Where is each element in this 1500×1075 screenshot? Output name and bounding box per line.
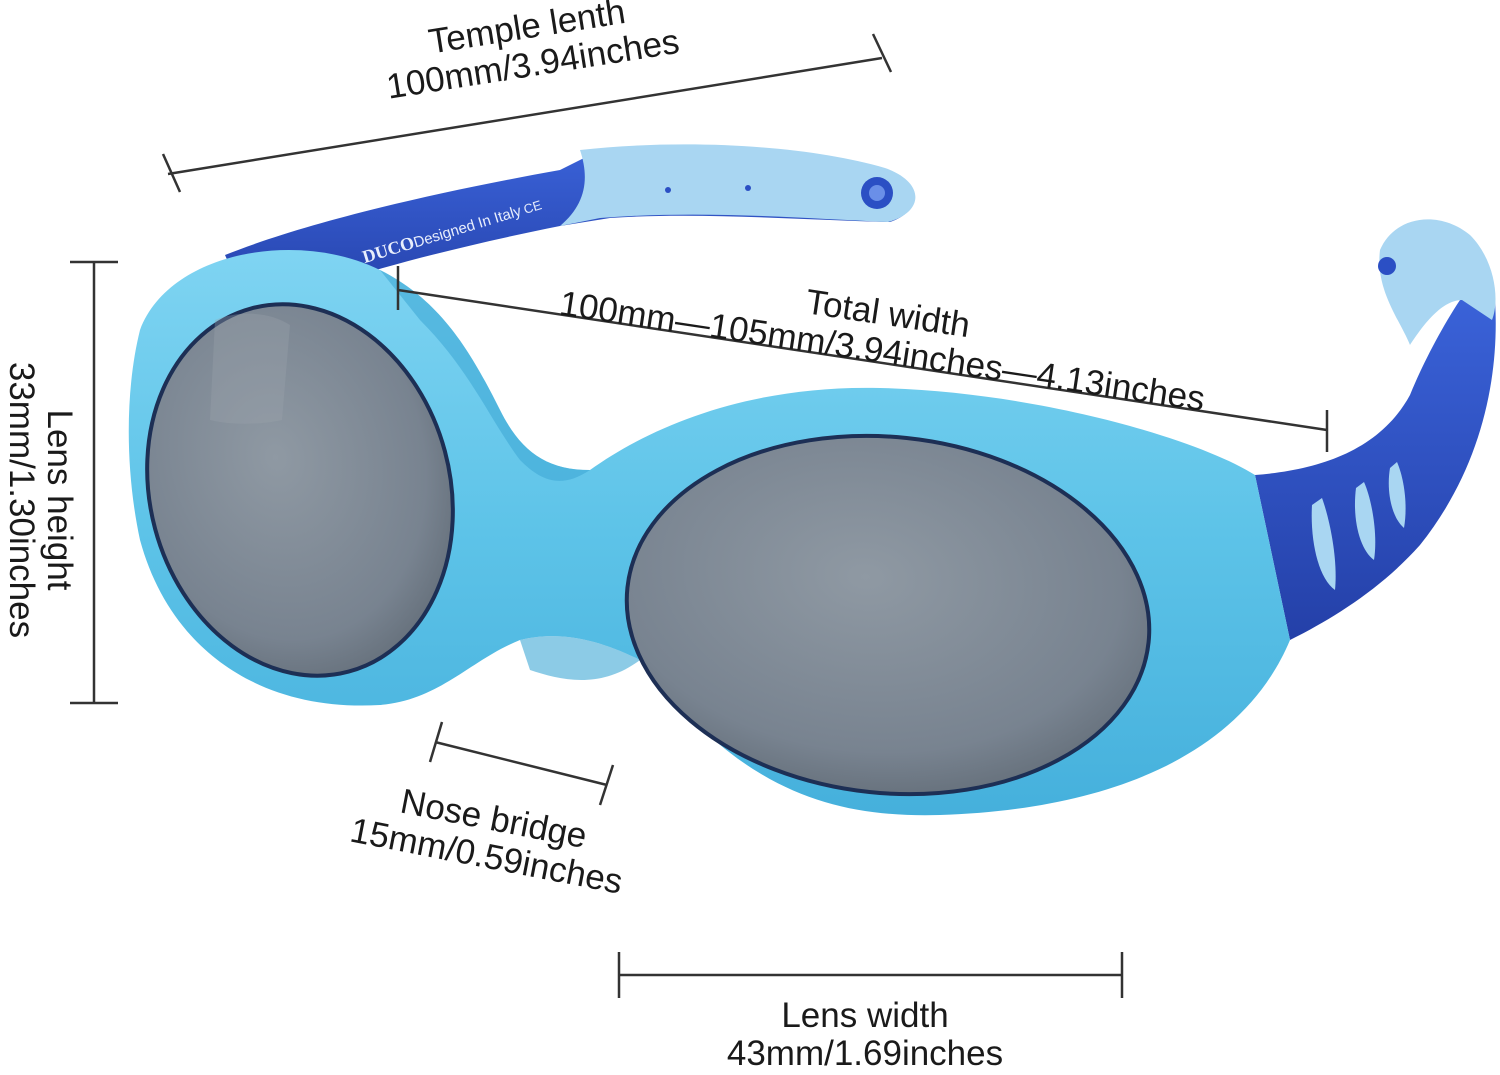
lens-height-line	[70, 260, 118, 705]
dimension-lines	[70, 33, 1329, 998]
left-lens	[145, 302, 455, 678]
nose-bridge-line	[428, 721, 615, 806]
lens-width-line	[617, 952, 1124, 998]
lens-height-title: Lens height	[40, 409, 79, 591]
lens-height-value: 33mm/1.30inches	[2, 361, 41, 639]
lens-height-label: Lens height 33mm/1.30inches	[2, 340, 79, 660]
right-temple-arm	[1255, 219, 1496, 640]
lens-width-label: Lens width 43mm/1.69inches	[700, 997, 1030, 1073]
total-width-line	[396, 266, 1329, 452]
temple-length-line	[161, 33, 893, 193]
lens-width-value: 43mm/1.69inches	[726, 1034, 1004, 1073]
lens-width-title: Lens width	[781, 996, 949, 1035]
right-lens	[624, 433, 1152, 797]
ce-mark: CE	[522, 197, 544, 217]
